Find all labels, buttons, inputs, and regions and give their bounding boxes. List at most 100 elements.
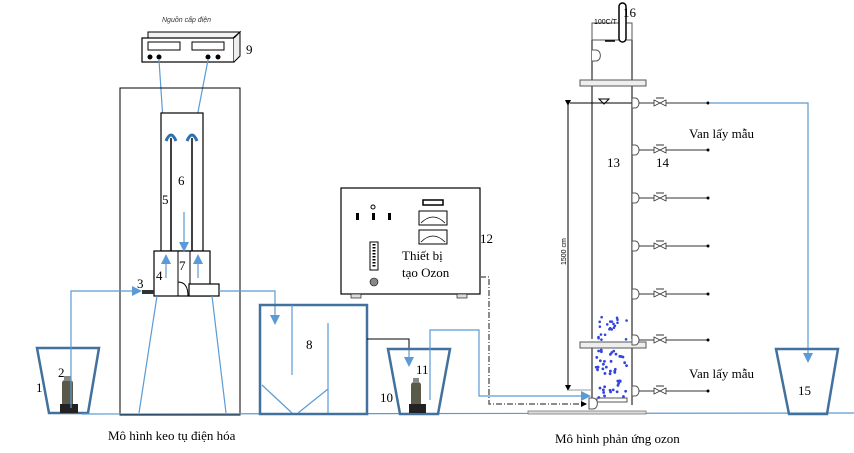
ozone-column: 100C/T 1500 cm (527, 2, 647, 415)
bubble (614, 352, 618, 356)
bubble (598, 386, 602, 390)
sampling-valve[interactable] (631, 192, 710, 204)
sampling-valve[interactable] (631, 334, 710, 346)
bubble (598, 320, 601, 324)
bubble (616, 318, 619, 322)
bubble (609, 390, 613, 394)
column-height-label: 1500 cm (561, 238, 568, 265)
bubble (619, 355, 623, 358)
bubble (603, 394, 606, 398)
bubble (599, 333, 603, 336)
bubble (612, 326, 616, 329)
bubble (617, 382, 621, 385)
bubble (595, 356, 599, 359)
bubble (616, 321, 619, 325)
sampling-valve[interactable] (631, 288, 710, 300)
bubble (609, 359, 613, 363)
switch-icon (372, 213, 375, 220)
thermometer-scale: 100C/T (594, 19, 618, 26)
bubble (624, 337, 628, 341)
sampling-valve[interactable] (631, 240, 710, 252)
ozone-generator-label-line2: tạo Ozon (402, 265, 450, 280)
terminal-icon (147, 54, 153, 60)
ozone-gas-line (480, 276, 587, 407)
bubble (597, 349, 601, 353)
terminal-icon (156, 54, 162, 60)
caption-ozone-reactor: Mô hình phản ứng ozon (555, 431, 680, 446)
bubble (611, 388, 615, 392)
bubble (597, 336, 600, 340)
sampling-valve-top-label: Van lấy mẫu (689, 126, 754, 141)
caption-electrocoagulation: Mô hình keo tụ điện hóa (108, 428, 236, 443)
display-icon (422, 199, 444, 206)
bubble (622, 395, 625, 398)
power-supply-label: Nguồn cấp điện (162, 15, 211, 24)
label-15: 15 (798, 383, 811, 398)
settling-tank (258, 303, 369, 416)
bubble (601, 362, 605, 366)
bubble (615, 316, 619, 320)
terminal-icon (215, 54, 221, 60)
sampling-valve-bottom-label: Van lấy mẫu (689, 366, 754, 381)
power-supply: Nguồn cấp điện (141, 15, 242, 63)
label-5: 5 (162, 192, 169, 207)
bubble (616, 379, 620, 383)
bubble (598, 325, 602, 328)
switch-icon (356, 213, 359, 220)
sampling-valve[interactable] (631, 385, 710, 397)
label-9: 9 (246, 42, 253, 57)
bubble (625, 319, 628, 322)
fan-icon (369, 277, 379, 287)
label-16: 16 (623, 5, 637, 20)
gauge-icon (418, 229, 448, 245)
ec-reactor (142, 112, 220, 297)
bubble (615, 390, 619, 394)
label-4: 4 (156, 268, 163, 283)
bubble (624, 389, 628, 393)
label-13: 13 (607, 155, 620, 170)
bubble (599, 348, 603, 352)
bubble (603, 385, 607, 389)
terminal-icon (205, 54, 211, 60)
raw-water-tank (35, 346, 101, 415)
electrocoagulation-frame (119, 87, 241, 416)
bubble (597, 396, 601, 399)
label-3: 3 (137, 276, 144, 291)
bubble (601, 388, 605, 392)
bubble (598, 359, 602, 363)
bubble (623, 361, 627, 365)
intermediate-tank (386, 347, 452, 416)
bubble (603, 333, 607, 337)
bubble (600, 338, 603, 341)
bubble (596, 368, 599, 372)
pump-icon (409, 378, 426, 413)
label-1: 1 (36, 380, 43, 395)
label-14: 14 (656, 155, 670, 170)
bubble (605, 323, 609, 326)
sampling-ports (631, 97, 710, 397)
ozone-bubbles (594, 315, 628, 399)
bubble (609, 369, 612, 373)
sampling-valve[interactable] (631, 97, 710, 109)
sampling-valve[interactable] (631, 144, 710, 156)
bubble (603, 359, 606, 363)
electrode-icon (164, 133, 178, 142)
gauge-icon (418, 210, 448, 226)
switch-icon (388, 213, 391, 220)
bubble (596, 365, 600, 369)
bubble (608, 327, 611, 331)
bubble (612, 322, 615, 326)
pump-icon (60, 376, 78, 413)
label-2: 2 (58, 365, 65, 380)
label-10: 10 (380, 390, 393, 405)
bubble (625, 364, 628, 367)
label-12: 12 (480, 231, 493, 246)
electrode-icon (185, 133, 199, 142)
ozone-generator-label-line1: Thiết bị (402, 248, 443, 263)
bubble (600, 315, 603, 319)
label-8: 8 (306, 337, 313, 352)
bubble (608, 320, 612, 323)
label-6: 6 (178, 173, 185, 188)
bubble (602, 391, 606, 394)
